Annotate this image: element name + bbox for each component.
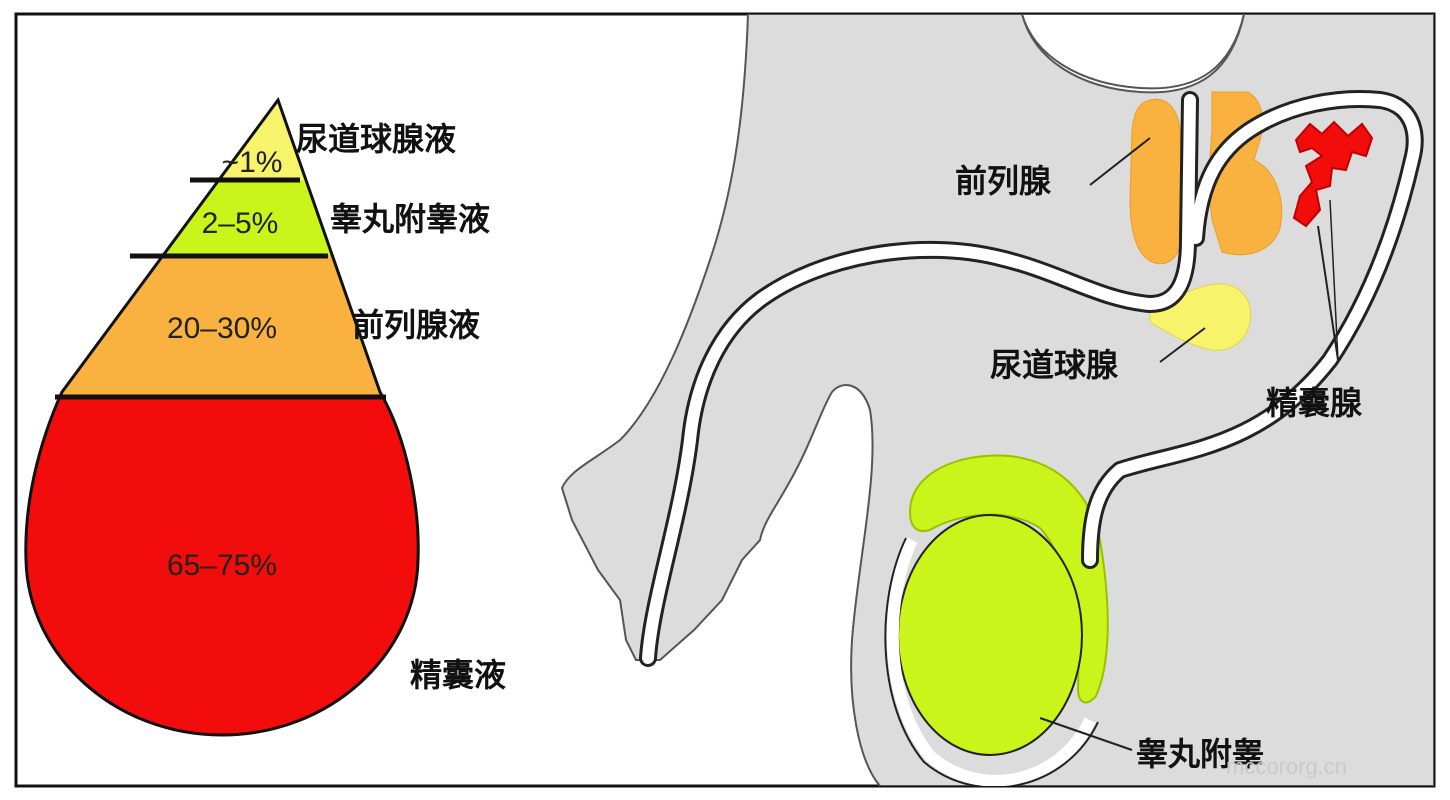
leader-seminal-b <box>1329 199 1339 361</box>
seminal-vesicle <box>1292 120 1374 228</box>
pct-prostate: 20–30% <box>167 312 277 345</box>
scrotum-outline-edge <box>884 537 1099 786</box>
label-bulbourethral: 尿道球腺 <box>990 346 1119 384</box>
epididymis <box>908 454 1109 704</box>
leader-seminal-a <box>1317 225 1339 361</box>
pelvic-cutout <box>1020 14 1246 90</box>
drop-outline <box>24 96 420 737</box>
testis <box>897 514 1083 756</box>
label-seminal-fluid: 精囊液 <box>410 656 506 694</box>
leader-epididymis <box>1039 717 1133 751</box>
watermark: mccororg.cn <box>1226 754 1347 779</box>
label-prostate: 前列腺 <box>955 162 1052 200</box>
label-bulbourethral-fluid: 尿道球腺液 <box>296 120 456 158</box>
leader-bulbourethral <box>1159 327 1206 363</box>
layer-seminal-fill <box>25 397 419 735</box>
label-epididymis: 睾丸附睾 <box>1136 735 1264 773</box>
prostate-left-lobe <box>1129 98 1183 264</box>
pct-epididymal: 2–5% <box>202 207 279 240</box>
pct-seminal: 65–75% <box>167 549 277 582</box>
label-seminal-vesicle: 精囊腺 <box>1266 384 1363 422</box>
scrotum-outline <box>886 537 1096 786</box>
label-epididymal-fluid: 睾丸附睾液 <box>330 200 490 238</box>
duct-inner <box>642 93 1421 664</box>
pct-bulbourethral: ~1% <box>222 146 283 179</box>
leader-prostate <box>1089 137 1151 186</box>
label-prostate-fluid: 前列腺液 <box>352 306 480 344</box>
